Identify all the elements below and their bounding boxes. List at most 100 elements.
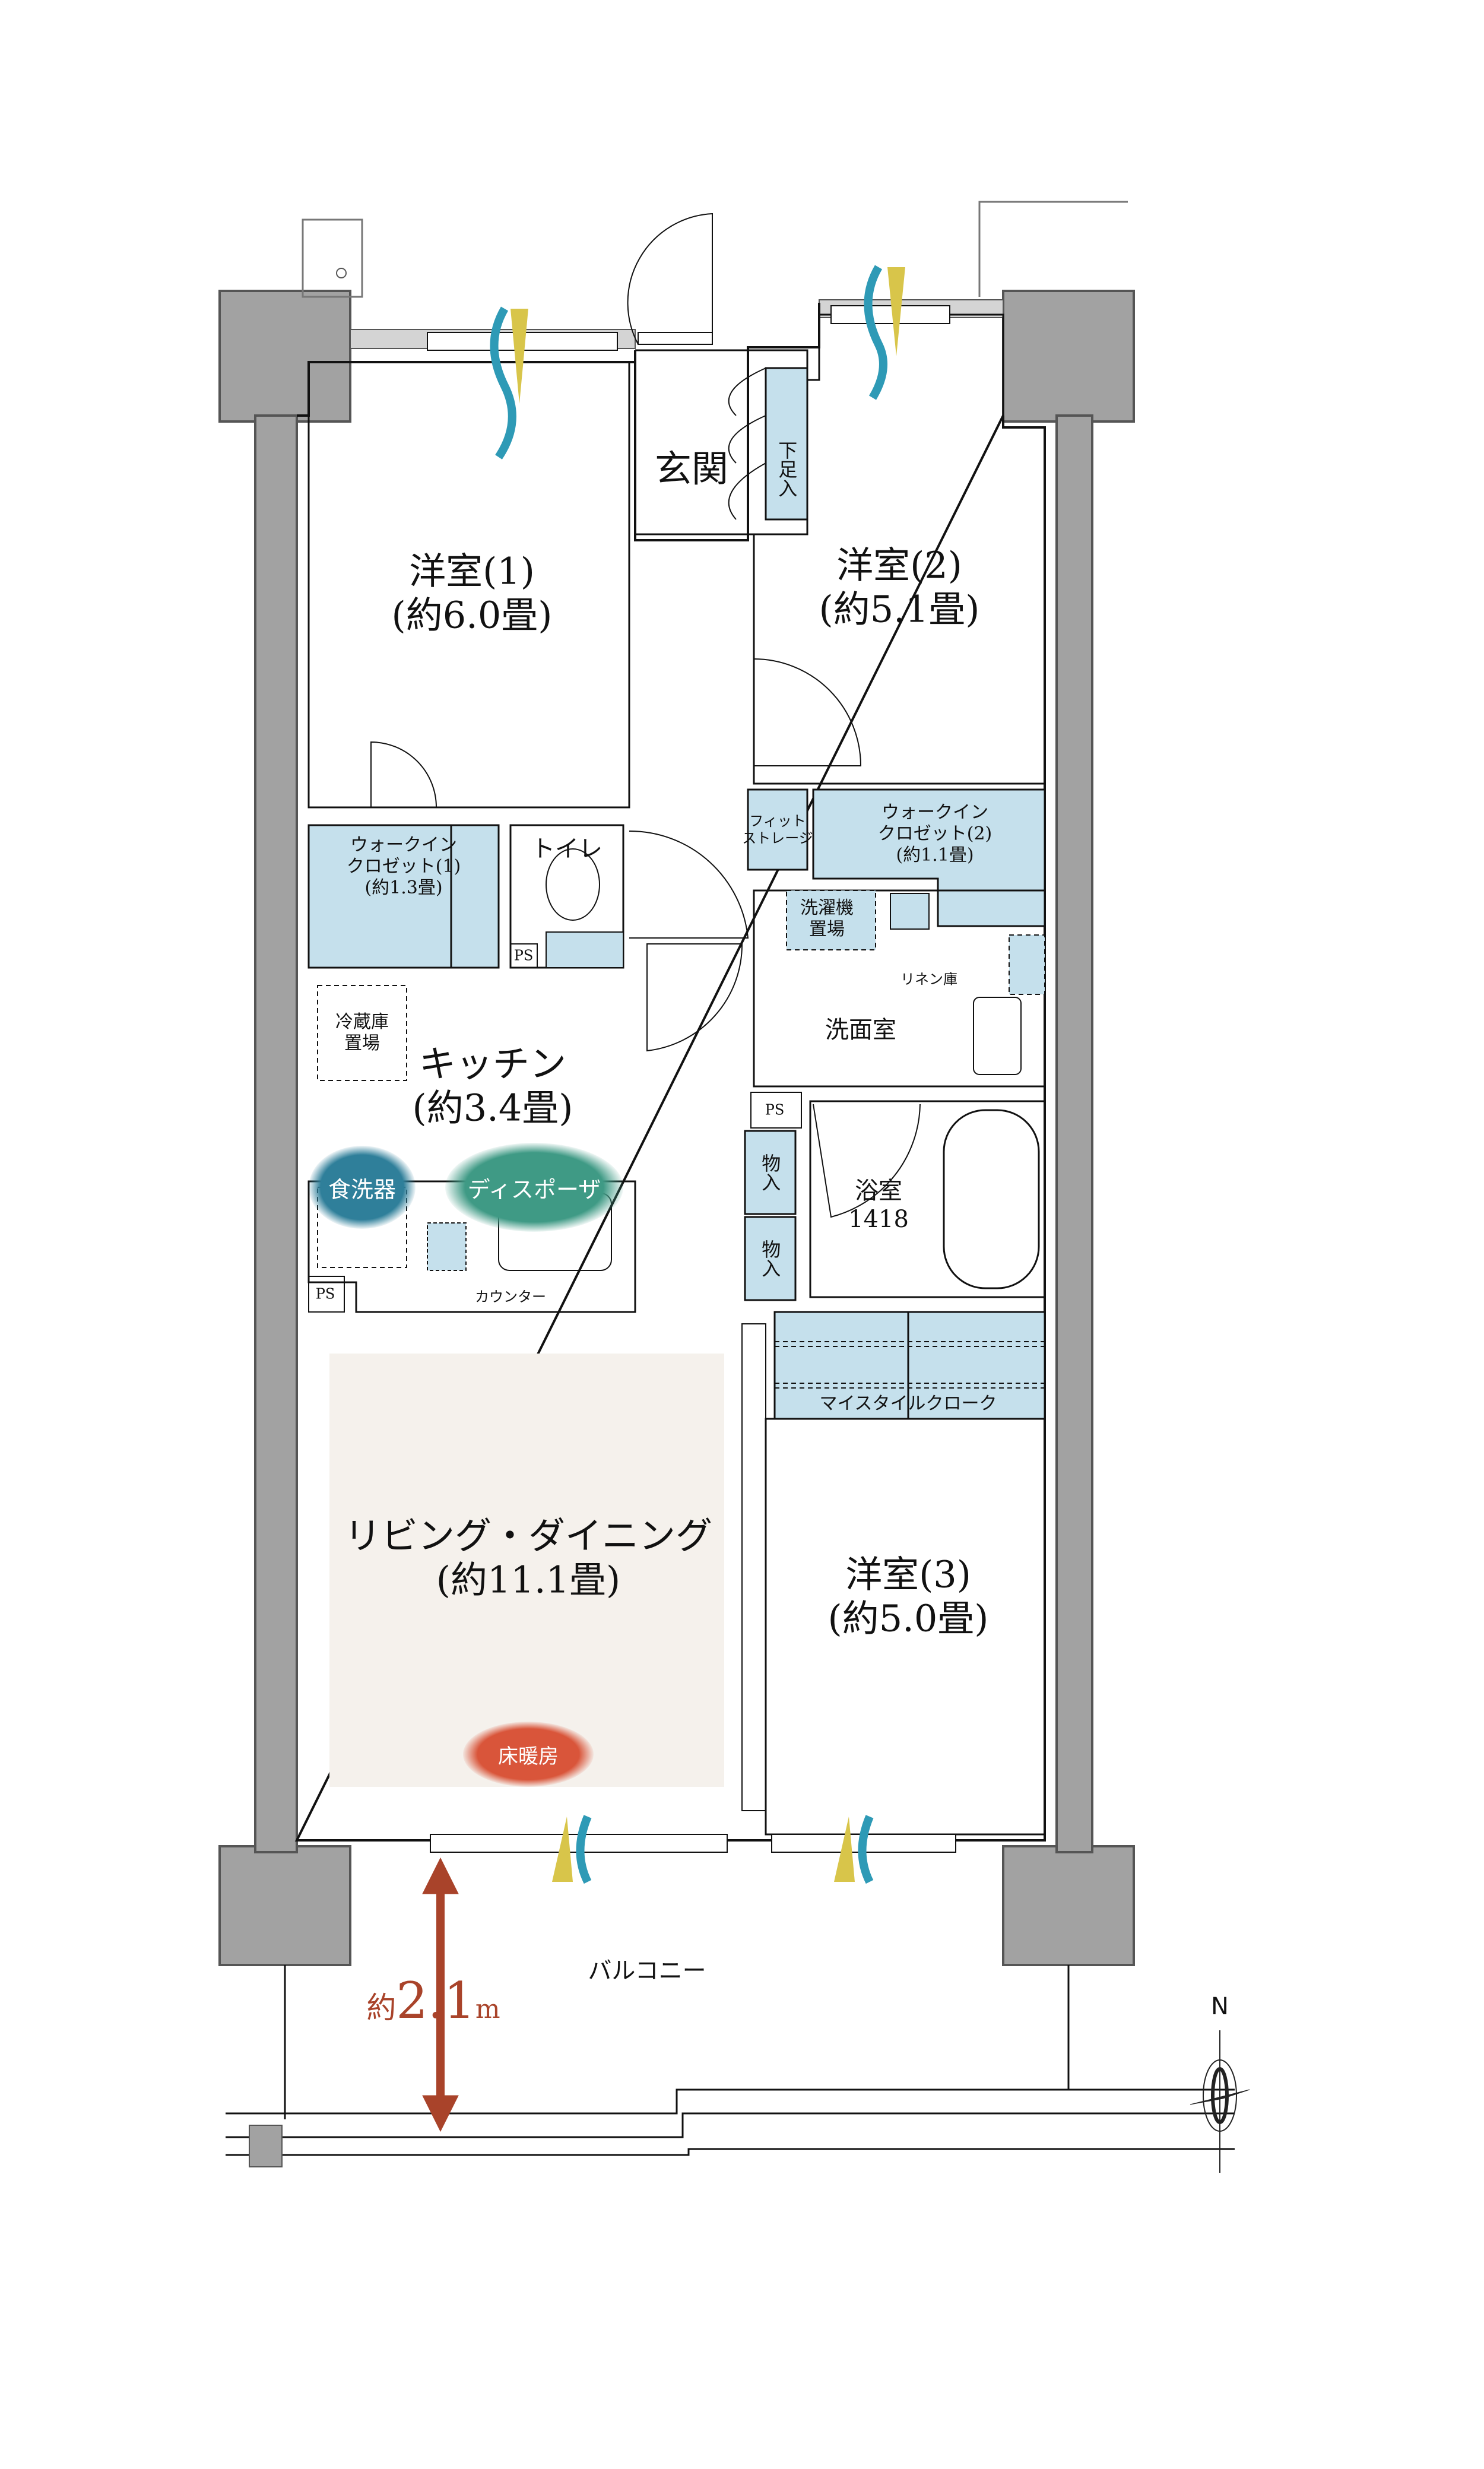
exterior-fitting bbox=[336, 268, 347, 278]
storage-a bbox=[744, 1130, 797, 1215]
exterior-rail bbox=[978, 201, 1128, 297]
wic-line1: ウォークイン bbox=[350, 835, 457, 855]
western-room-2-outline bbox=[753, 313, 1046, 785]
fit-storage-label: フィット ストレージ bbox=[742, 813, 813, 847]
bath-door bbox=[813, 1104, 921, 1218]
dimension-unit: m bbox=[475, 1994, 500, 2024]
hall-door bbox=[646, 943, 743, 1052]
ps-bath-label: PS bbox=[765, 1101, 785, 1118]
fit-line2: ストレージ bbox=[742, 830, 813, 847]
balcony-depth-arrow bbox=[422, 1857, 459, 2132]
dimension-prefix: 約 bbox=[366, 1991, 397, 2025]
counter-label: カウンター bbox=[475, 1288, 546, 1305]
fit-line1: フィット bbox=[749, 813, 806, 830]
sash-top-western2 bbox=[830, 305, 950, 324]
ps-box-toilet bbox=[510, 943, 538, 968]
column-top-left bbox=[218, 290, 351, 423]
my-style-cloak-label: マイスタイルクローク bbox=[819, 1393, 997, 1414]
compass-north-label: N bbox=[1211, 1993, 1229, 2020]
airflow-cone-icon bbox=[510, 309, 528, 404]
cloak-dashes bbox=[775, 1341, 1045, 1389]
entry-door bbox=[627, 213, 713, 345]
linen-cabinet bbox=[890, 893, 930, 930]
fridge-line2: 置場 bbox=[344, 1033, 380, 1054]
exterior-bracket bbox=[302, 218, 363, 298]
living-floor bbox=[329, 1354, 724, 1787]
bath-label: 浴室 1418 bbox=[848, 1177, 909, 1234]
shoe-storage bbox=[765, 367, 808, 521]
balcony-post bbox=[249, 2125, 283, 2167]
ps-kitchen-label: PS bbox=[315, 1285, 335, 1302]
wall-left bbox=[254, 414, 298, 1853]
dimension-value: 2.1 bbox=[396, 1972, 475, 2030]
kitchen-label: キッチン (約3.4畳) bbox=[413, 1042, 573, 1131]
fridge-line1: 冷蔵庫 bbox=[335, 1012, 389, 1032]
column-bottom-left bbox=[218, 1845, 351, 1966]
shoe-storage-label: 下足入 bbox=[775, 440, 798, 497]
airflow-wave-icon bbox=[858, 1815, 874, 1884]
balcony-depth-label: 約2.1m bbox=[366, 1972, 500, 2030]
disposer-badge: ディスポーザ bbox=[445, 1143, 623, 1232]
toilet-floor-storage bbox=[546, 931, 624, 968]
balcony-label: バルコニー bbox=[588, 1957, 706, 1985]
floor-heating-badge: 床暖房 bbox=[463, 1722, 594, 1787]
shoe-storage-doors bbox=[728, 367, 766, 520]
washer-space bbox=[786, 890, 876, 950]
column-top-right bbox=[1002, 290, 1135, 423]
room-name: リビング・ダイニング bbox=[344, 1514, 713, 1558]
western-room-2-door bbox=[753, 658, 862, 766]
vanity bbox=[1009, 934, 1045, 995]
airflow-cone-icon bbox=[887, 267, 905, 356]
compass-icon bbox=[1190, 2030, 1250, 2173]
fridge-label: 冷蔵庫 置場 bbox=[335, 1012, 389, 1054]
entrance-label: 玄関 bbox=[654, 446, 729, 490]
ps-box-kitchen bbox=[308, 1276, 345, 1313]
wic-line2: クロゼット(1) bbox=[346, 856, 461, 877]
ps-toilet-label: PS bbox=[513, 947, 534, 964]
balcony-outline bbox=[226, 1965, 1235, 2156]
room-size: (約5.0畳) bbox=[827, 1597, 989, 1640]
western-room-1-label: 洋室(1) (約6.0畳) bbox=[392, 550, 553, 638]
fridge-space bbox=[317, 985, 407, 1081]
sliding-partition bbox=[741, 1323, 766, 1811]
wic-2-label: ウォークイン クロゼット(2) (約1.1畳) bbox=[878, 802, 992, 866]
bathroom bbox=[809, 1100, 1046, 1298]
bath-model: 1418 bbox=[848, 1206, 909, 1233]
door-entry-frame bbox=[638, 332, 713, 345]
wall-right bbox=[1055, 414, 1093, 1853]
room-size: (約6.0畳) bbox=[391, 594, 553, 637]
ps-box-bath bbox=[750, 1092, 802, 1129]
toilet-label: トイレ bbox=[531, 835, 603, 863]
room-size: (約11.1畳) bbox=[436, 1558, 621, 1602]
wic-line2: クロゼット(2) bbox=[877, 823, 992, 844]
room-name: 浴室 bbox=[854, 1177, 902, 1205]
storage-a-label: 物入 bbox=[759, 1153, 782, 1191]
western-room-2-label: 洋室(2) (約5.1畳) bbox=[819, 544, 980, 632]
vanity-basin bbox=[973, 997, 1022, 1075]
washer-line2: 置場 bbox=[809, 919, 845, 940]
airflow-wave-icon bbox=[576, 1815, 592, 1884]
living-label: リビング・ダイニング (約11.1畳) bbox=[344, 1514, 712, 1603]
wic-line1: ウォークイン bbox=[881, 802, 988, 823]
washer-label: 洗濯機 置場 bbox=[800, 898, 854, 940]
room-name: 洋室(3) bbox=[845, 1552, 971, 1596]
wic-2 bbox=[812, 788, 1046, 927]
washroom-label: 洗面室 bbox=[825, 1016, 896, 1044]
room-name: キッチン bbox=[418, 1042, 567, 1086]
airflow-wave-icon bbox=[490, 306, 516, 459]
wic-1-door bbox=[370, 741, 437, 808]
wic-1-label: ウォークイン クロゼット(1) (約1.3畳) bbox=[347, 835, 461, 899]
wic-1-shelf bbox=[450, 824, 500, 969]
column-bottom-right bbox=[1002, 1845, 1135, 1966]
bathtub bbox=[943, 1109, 1040, 1289]
storage-b-label: 物入 bbox=[759, 1240, 782, 1278]
toilet-door bbox=[629, 830, 749, 939]
fit-storage bbox=[747, 788, 808, 871]
room-name: 洋室(1) bbox=[409, 549, 535, 593]
room-size: (約3.4畳) bbox=[412, 1086, 573, 1130]
kitchen-cabinet bbox=[427, 1222, 467, 1271]
storage-b bbox=[744, 1216, 797, 1301]
my-style-cloak bbox=[773, 1311, 1046, 1420]
wic-size: (約1.1畳) bbox=[896, 845, 974, 866]
